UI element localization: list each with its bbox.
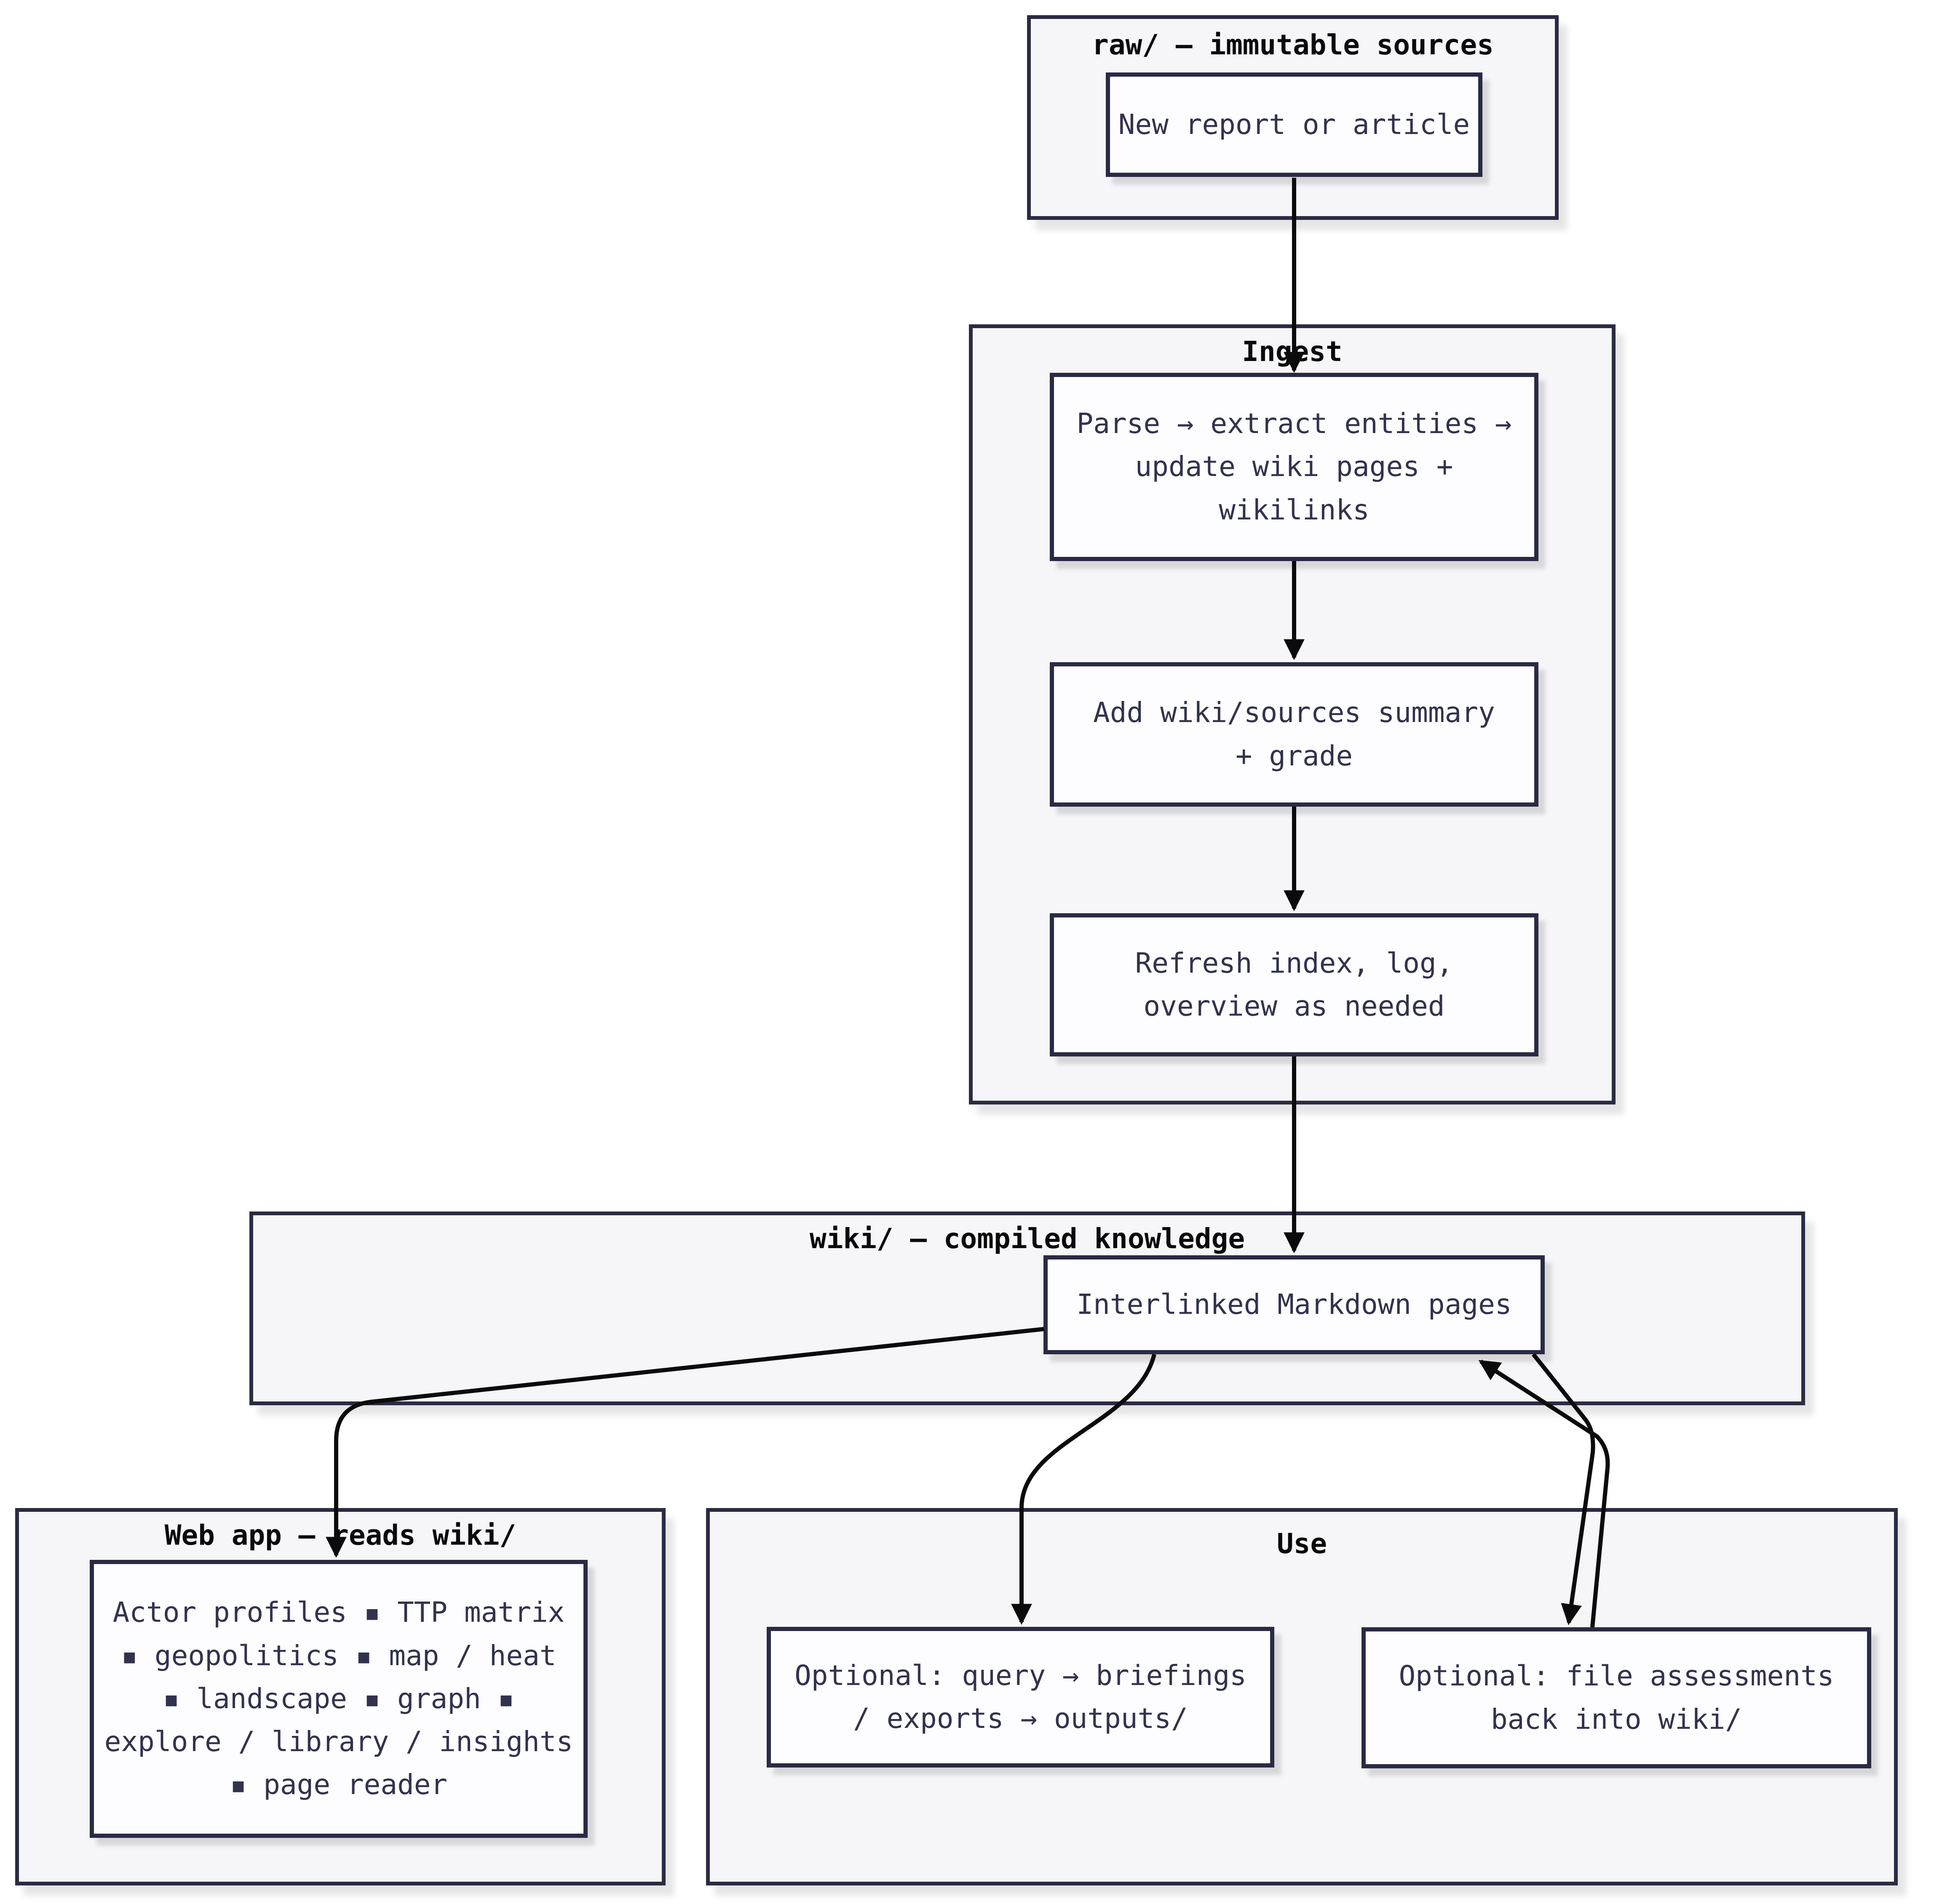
- node-webapp-features: Actor profiles ▪ TTP matrix ▪ geopolitic…: [90, 1560, 588, 1838]
- cluster-use-title: Use: [1276, 1527, 1327, 1560]
- cluster-wiki-title: wiki/ – compiled knowledge: [809, 1222, 1245, 1255]
- cluster-raw-title: raw/ – immutable sources: [1092, 29, 1494, 61]
- cluster-wiki: wiki/ – compiled knowledge: [249, 1211, 1805, 1405]
- node-add-summary-grade: Add wiki/sources summary + grade: [1050, 662, 1538, 807]
- node-parse-extract: Parse → extract entities → update wiki p…: [1050, 373, 1538, 561]
- node-refresh-index: Refresh index, log, overview as needed: [1050, 913, 1538, 1056]
- node-optional-file-assessments: Optional: file assessments back into wik…: [1362, 1627, 1871, 1768]
- cluster-webapp-title: Web app – reads wiki/: [164, 1519, 516, 1551]
- node-optional-query: Optional: query → briefings / exports → …: [767, 1627, 1274, 1768]
- node-interlinked-markdown: Interlinked Markdown pages: [1043, 1255, 1545, 1354]
- cluster-ingest-title: Ingest: [1242, 335, 1343, 368]
- node-new-report: New report or article: [1106, 72, 1482, 177]
